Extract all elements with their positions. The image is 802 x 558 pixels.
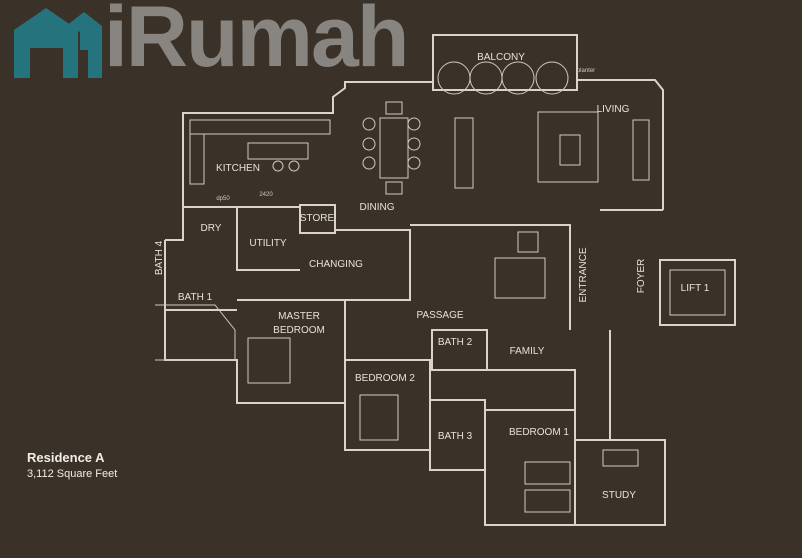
label-bedroom2: BEDROOM 2 (355, 373, 415, 384)
caption: Residence A 3,112 Square Feet (27, 450, 117, 480)
label-utility: UTILITY (249, 238, 287, 249)
label-master-1: MASTER (278, 311, 320, 322)
furniture (189, 61, 650, 513)
label-bath3: BATH 3 (438, 431, 473, 442)
label-foyer: FOYER (636, 259, 647, 293)
label-bath2: BATH 2 (438, 337, 473, 348)
watermark-house-icon (14, 8, 102, 78)
label-passage: PASSAGE (416, 310, 463, 321)
label-lift1: LIFT 1 (681, 283, 710, 294)
label-store: STORE (300, 213, 335, 224)
dimension-label: 2420 (259, 192, 273, 198)
label-bath1: BATH 1 (178, 292, 213, 303)
label-bath4: BATH 4 (154, 240, 165, 275)
label-living: LIVING (597, 104, 630, 115)
label-planter: planter (577, 68, 595, 74)
watermark-text: iRumah (104, 0, 409, 85)
drain-label: dp50 (216, 196, 230, 202)
label-entrance: ENTRANCE (578, 247, 589, 302)
label-dining: DINING (360, 202, 395, 213)
label-balcony: BALCONY (477, 52, 525, 63)
label-family: FAMILY (510, 346, 545, 357)
residence-area: 3,112 Square Feet (27, 468, 118, 480)
label-changing: CHANGING (309, 259, 363, 270)
walls (155, 34, 736, 526)
label-dry: DRY (201, 223, 222, 234)
label-study: STUDY (602, 490, 636, 501)
label-master-2: BEDROOM (273, 325, 325, 336)
label-kitchen: KITCHEN (216, 163, 260, 174)
residence-title: Residence A (27, 450, 105, 465)
label-bedroom1: BEDROOM 1 (509, 427, 569, 438)
